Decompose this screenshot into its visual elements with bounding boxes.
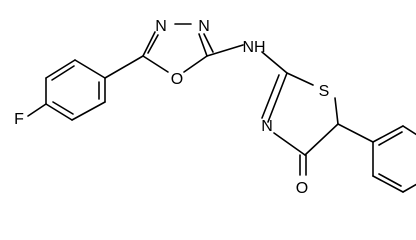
atom-n-top-right: N [198, 18, 210, 35]
oxadiazole-ring [142, 23, 214, 73]
thiazolone-ring [261, 72, 339, 156]
nh-thiazole-bond [261, 51, 288, 74]
atom-f: F [14, 111, 24, 128]
atom-s-ring: S [319, 83, 330, 100]
atom-n-top-left: N [155, 18, 167, 35]
atom-nh: NH [242, 39, 265, 56]
aryl-oxadiazole-bond [104, 55, 144, 79]
chemical-structure-diagram: N N NH O S N O F [14, 18, 416, 197]
fluorophenyl-ring [45, 59, 106, 121]
atom-o-ring: O [171, 71, 183, 88]
atom-n-thiazole: N [261, 118, 273, 135]
atom-o-carbonyl: O [296, 180, 308, 197]
thiazolone-phenyl-bond [337, 123, 374, 143]
oxadiazole-nh-bond [206, 44, 244, 57]
phenyl-ring [372, 125, 416, 193]
c-f-bond [27, 103, 47, 117]
